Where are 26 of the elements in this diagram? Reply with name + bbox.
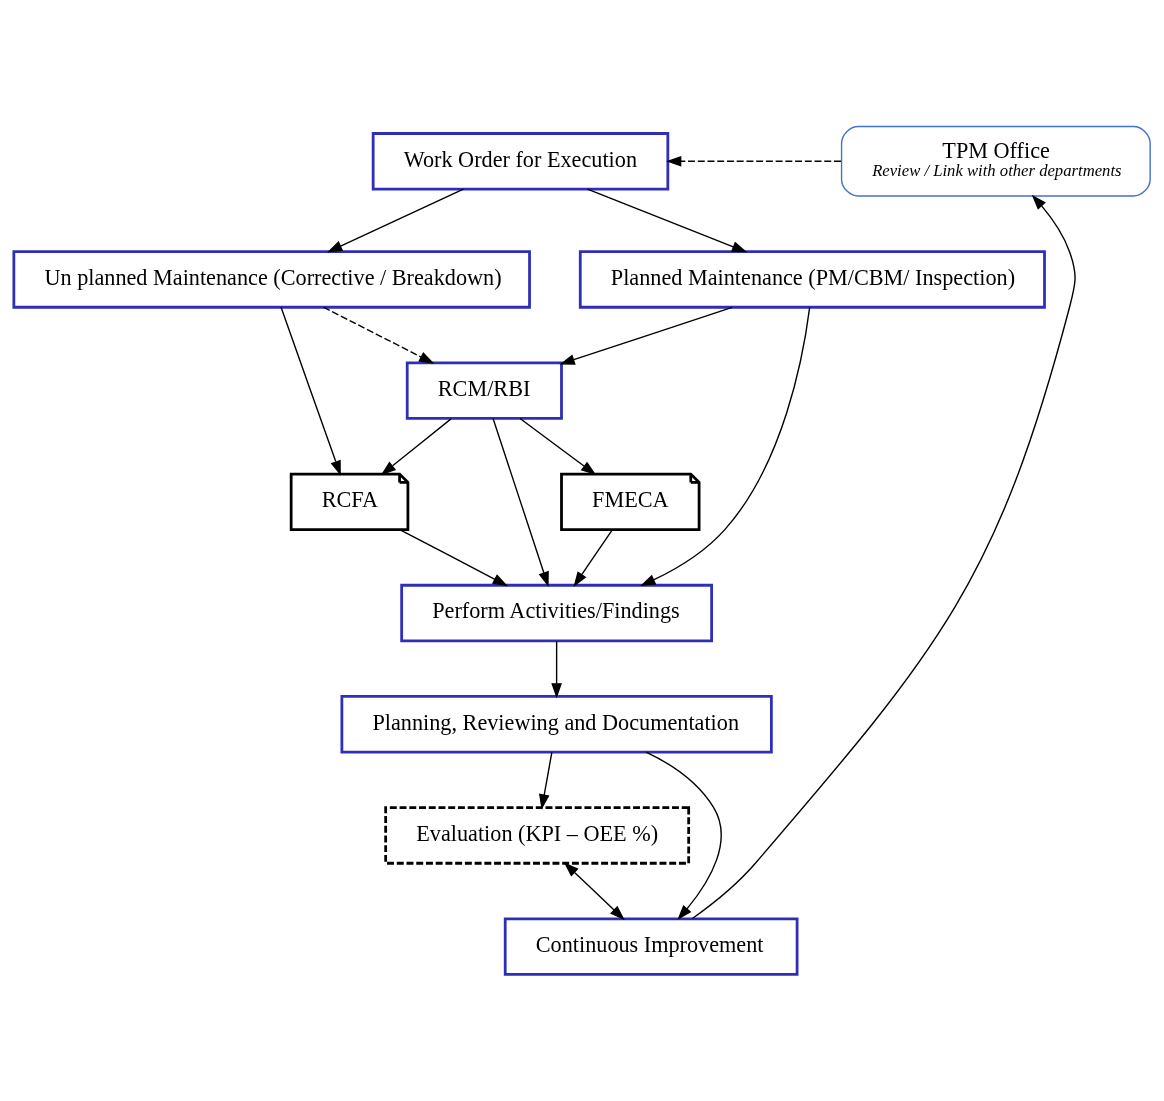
arrow [380, 418, 452, 476]
arrow [323, 306, 435, 364]
arrow [666, 155, 842, 167]
arrow [691, 194, 1076, 920]
node-box: Work Order for Execution [371, 132, 670, 191]
arrow [645, 751, 722, 921]
node-box: RCM/RBI [405, 361, 563, 420]
node-box: Planning, Reviewing and Documentation [340, 695, 773, 754]
node-box: TPM Office Review / Link with other departments [840, 125, 1151, 197]
arrow [551, 640, 562, 699]
arrow [492, 417, 549, 588]
arrow [519, 417, 597, 476]
arrow [280, 306, 341, 476]
arrow [327, 188, 465, 253]
arrow [573, 529, 613, 587]
node-box: Perform Activities/Findings [400, 583, 713, 643]
node-box: Evaluation (KPI – OEE %) [384, 806, 691, 865]
arrow [539, 751, 553, 810]
node-box: Continuous Improvement [503, 917, 799, 976]
node-box: Un planned Maintenance (Corrective / Breakdown) [12, 250, 531, 309]
arrow [563, 862, 625, 921]
arrow [399, 529, 508, 587]
arrow [559, 306, 733, 365]
node-box: Planned Maintenance (PM/CBM/ Inspection) [578, 250, 1046, 309]
arrow [640, 306, 811, 587]
arrow [586, 188, 748, 253]
